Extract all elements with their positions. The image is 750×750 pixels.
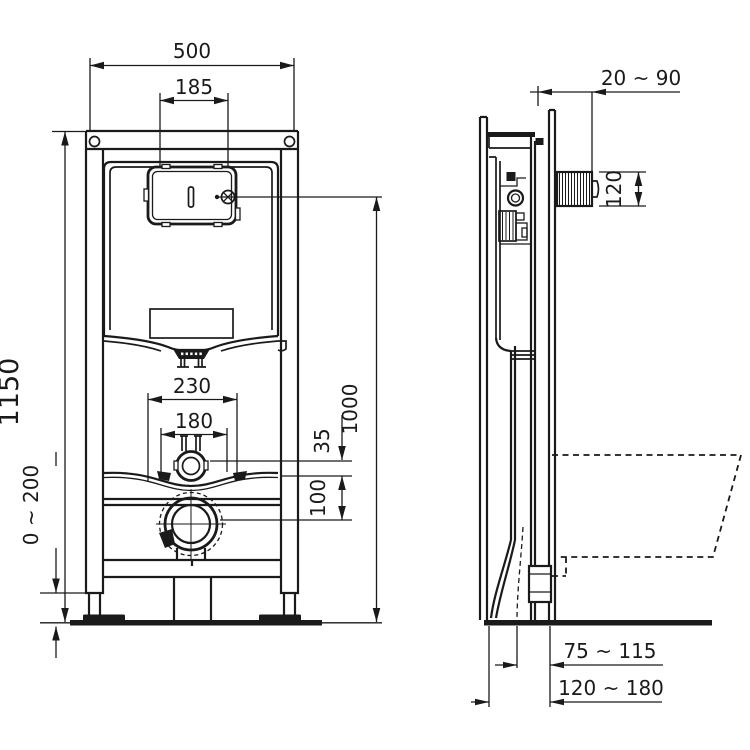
- fill-valve: [506, 172, 516, 181]
- dim-label-rods: 180: [175, 409, 213, 433]
- bottom-bar: [103, 558, 281, 620]
- dim-label-frame-height: 1150: [0, 358, 25, 427]
- frame-rails: [84, 131, 300, 595]
- cistern-casing: [102, 160, 280, 336]
- dim-label-outlet-offset: 100: [306, 479, 330, 517]
- flush-pipe: [494, 337, 517, 540]
- fixing-hole-left: [88, 135, 101, 148]
- inlet-fitting: [175, 450, 207, 482]
- foot-plate-right: [259, 614, 301, 622]
- fixing-hole-right: [283, 135, 296, 148]
- dim-label-frame-width: 500: [173, 39, 211, 63]
- adjustable-feet: [87, 593, 297, 618]
- dim-label-outlet-total: 120 ~ 180: [558, 676, 664, 700]
- dim-label-sleeve: 120: [602, 170, 626, 208]
- dim-label-bracket: 230: [173, 374, 211, 398]
- flush-plate-window: [146, 165, 238, 226]
- front-rail: [547, 108, 557, 620]
- tank-top: [487, 132, 535, 137]
- dim-label-flush-plate: 185: [175, 75, 213, 99]
- wall-sleeve: [555, 170, 594, 208]
- dim-label-foot-adjust: 0 ~ 200: [19, 465, 43, 545]
- tank-inner-box: [149, 308, 234, 339]
- back-rail: [478, 115, 489, 620]
- dim-label-inlet-offset: 35: [310, 428, 334, 453]
- dimensions: 500 185 1150 0 ~ 200 230 180 35 100 1000: [0, 39, 681, 707]
- floor-slab-side: [484, 620, 712, 626]
- floor-slab: [70, 620, 322, 626]
- dim-label-wall-finish: 20 ~ 90: [601, 66, 681, 90]
- tank-front-wall: [529, 137, 537, 620]
- plate-slot: [187, 186, 195, 208]
- outlet-connector: [527, 564, 553, 604]
- front-view: [40, 129, 382, 626]
- dim-label-outlet-wall: 75 ~ 115: [563, 639, 656, 663]
- inlet-port: [506, 189, 525, 207]
- waste-bend: [489, 539, 517, 619]
- foot-plate-left: [83, 614, 125, 622]
- side-view: [478, 108, 743, 668]
- dim-label-inlet-height: 1000: [338, 384, 362, 435]
- wc-bowl-outline: [552, 454, 743, 577]
- frame-top-bar: [86, 129, 298, 151]
- plate-clips: [157, 471, 247, 481]
